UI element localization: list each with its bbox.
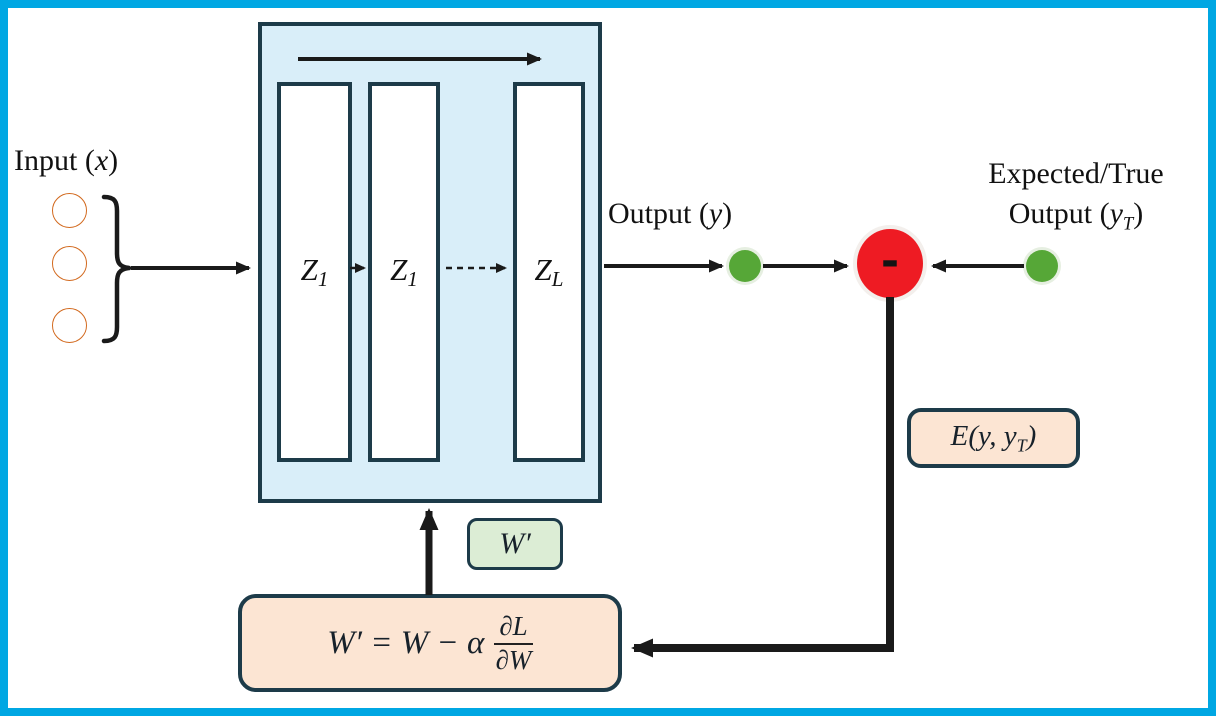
layer-box-L: ZL <box>513 82 585 462</box>
update-equation-fraction: ∂L ∂W <box>494 611 533 675</box>
input-label: Input (x) <box>14 144 118 178</box>
layer-base: Z <box>390 252 408 287</box>
layer-box-2: Z1 <box>368 82 440 462</box>
error-box: E(y, yT) <box>907 408 1080 468</box>
update-equation-lhs: W′ = W − α <box>327 624 485 661</box>
output-label: Output (y) <box>608 197 732 231</box>
error-expression-text: E(y, y <box>950 419 1017 452</box>
layer-label-L: ZL <box>535 252 564 292</box>
input-label-text: Input ( <box>14 144 95 177</box>
input-neuron <box>52 193 87 228</box>
fraction-numerator: ∂L <box>494 611 533 645</box>
expected-label-line1: Expected/True <box>988 157 1164 190</box>
fraction-denominator: ∂W <box>495 644 532 675</box>
expected-variable: y <box>1109 197 1123 230</box>
error-expression-subscript: T <box>1016 435 1027 456</box>
output-label-close: ) <box>722 197 733 230</box>
output-variable: y <box>708 197 723 230</box>
error-expression: E(y, yT) <box>951 420 1037 456</box>
expected-label-close: ) <box>1133 197 1144 230</box>
expected-variable-subscript: T <box>1122 213 1134 235</box>
expected-label-line2: Output (yT) <box>950 194 1202 245</box>
error-feedback-line <box>631 297 894 658</box>
weight-update-box: W′ = W − α ∂L ∂W <box>238 594 622 692</box>
input-neuron <box>52 308 87 343</box>
input-variable: x <box>94 144 109 177</box>
error-expression-close: ) <box>1026 419 1037 452</box>
input-neuron <box>52 246 87 281</box>
layer-label-1: Z1 <box>301 252 329 292</box>
expected-output-label: Expected/True Output (yT) <box>950 154 1202 245</box>
layer-subscript: 1 <box>317 267 329 291</box>
layer-subscript: L <box>551 267 564 291</box>
input-bracket <box>101 194 132 344</box>
expected-label-text: Output ( <box>1008 197 1110 230</box>
layer-base: Z <box>534 252 552 287</box>
input-label-close: ) <box>108 144 119 177</box>
layer-subscript: 1 <box>407 267 418 291</box>
output-label-text: Output ( <box>608 197 709 230</box>
comparison-node: - <box>857 229 923 298</box>
updated-weight-label: W′ <box>499 527 531 560</box>
layer-base: Z <box>300 252 318 287</box>
updated-weight-box: W′ <box>467 518 563 570</box>
output-node <box>729 250 761 282</box>
layer-box-1: Z1 <box>277 82 352 462</box>
layer-label-2: Z1 <box>390 252 418 292</box>
expected-output-node <box>1026 250 1058 282</box>
